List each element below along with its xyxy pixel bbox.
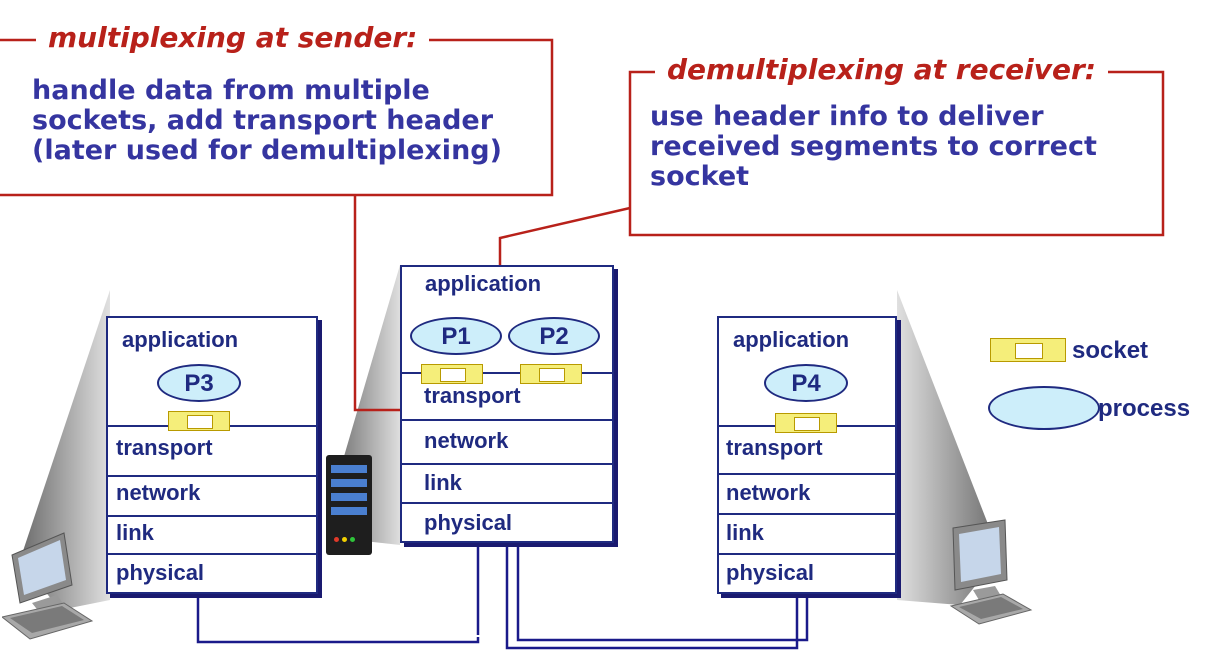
right-layer-divider [719,553,895,555]
process-p1 [410,317,502,355]
legend-socket-port [1015,343,1043,359]
server-led [342,537,347,542]
receiver-callout-text: use header info to deliver received segm… [650,102,1097,192]
process-p2-label: P2 [539,323,569,350]
socket-left-port [187,415,213,429]
server-drive-bay [331,493,367,501]
server-led [334,537,339,542]
left-layer-network: network [116,480,201,505]
right-layer-link: link [726,520,764,545]
process-p2 [508,317,600,355]
left-layer-application: application [122,327,239,352]
left-computer-icon [2,532,94,640]
socket-p2 [520,364,582,384]
socket-right-port [794,417,820,431]
legend-process-icon [988,386,1100,430]
right-protocol-stack [717,316,897,594]
process-p1-label: P1 [441,323,471,350]
right-layer-divider [719,473,895,475]
middle-layer-divider [402,502,612,504]
socket-p2-port [539,368,565,382]
middle-layer-divider [402,463,612,465]
legend-process-label: process [1098,395,1191,422]
middle-layer-link: link [424,470,462,495]
sender-callout-text: handle data from multiple sockets, add t… [32,76,502,166]
socket-p1-port [440,368,466,382]
process-p4-label: P4 [791,370,821,397]
left-layer-transport: transport [116,435,213,460]
receiver-callout-line: received segments to correct [650,131,1097,162]
server-drive-bay [331,479,367,487]
receiver-callout-line: use header info to deliver [650,101,1044,132]
middle-protocol-stack [400,265,614,543]
server-drive-bay [331,465,367,473]
middle-layer-application: application [425,271,542,296]
socket-right [775,413,837,433]
sender-callout-title: multiplexing at sender: [36,24,430,52]
legend-socket-icon [990,338,1066,362]
sender-callout-line: (later used for demultiplexing) [32,135,502,166]
middle-layer-transport: transport [424,383,521,408]
process-p3 [157,364,241,402]
socket-left [168,411,230,431]
left-layer-divider [108,553,316,555]
right-layer-application: application [733,327,850,352]
middle-layer-divider [402,372,612,374]
middle-layer-physical: physical [424,510,513,535]
legend-socket-label: socket [1072,337,1149,364]
right-computer-icon [949,519,1033,625]
sender-callout-line: handle data from multiple [32,75,430,106]
left-host-beam [20,290,110,610]
process-p4 [764,364,848,402]
left-layer-physical: physical [116,560,205,585]
left-layer-divider [108,475,316,477]
right-layer-divider [719,513,895,515]
receiver-callout-title: demultiplexing at receiver: [655,56,1108,84]
process-p3-label: P3 [184,370,214,397]
server-drive-bay [331,507,367,515]
server-icon [326,455,372,555]
right-layer-physical: physical [726,560,815,585]
server-led [350,537,355,542]
middle-layer-divider [402,419,612,421]
middle-layer-network: network [424,428,509,453]
sender-callout-line: sockets, add transport header [32,105,494,136]
right-layer-network: network [726,480,811,505]
receiver-callout-line: socket [650,161,750,192]
socket-p1 [421,364,483,384]
left-layer-link: link [116,520,154,545]
right-layer-transport: transport [726,435,823,460]
left-layer-divider [108,515,316,517]
